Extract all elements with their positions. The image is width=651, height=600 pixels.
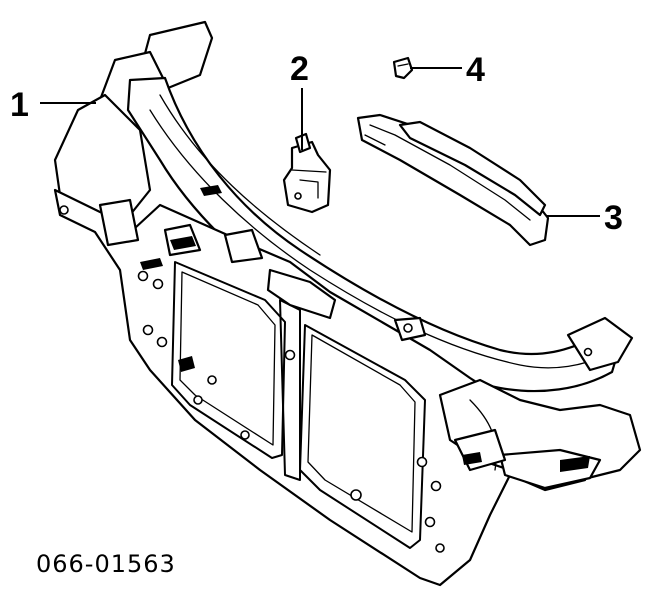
reference-code: 066-01563 — [36, 550, 176, 578]
part-1-core-support — [53, 20, 642, 587]
callout-3: 3 — [604, 199, 623, 237]
part-3-cover — [356, 113, 550, 247]
callout-2: 2 — [290, 50, 309, 88]
part-4-clip — [392, 56, 414, 80]
callout-1: 1 — [10, 86, 29, 124]
callout-4: 4 — [466, 51, 485, 89]
part-2-bracket — [282, 132, 332, 214]
